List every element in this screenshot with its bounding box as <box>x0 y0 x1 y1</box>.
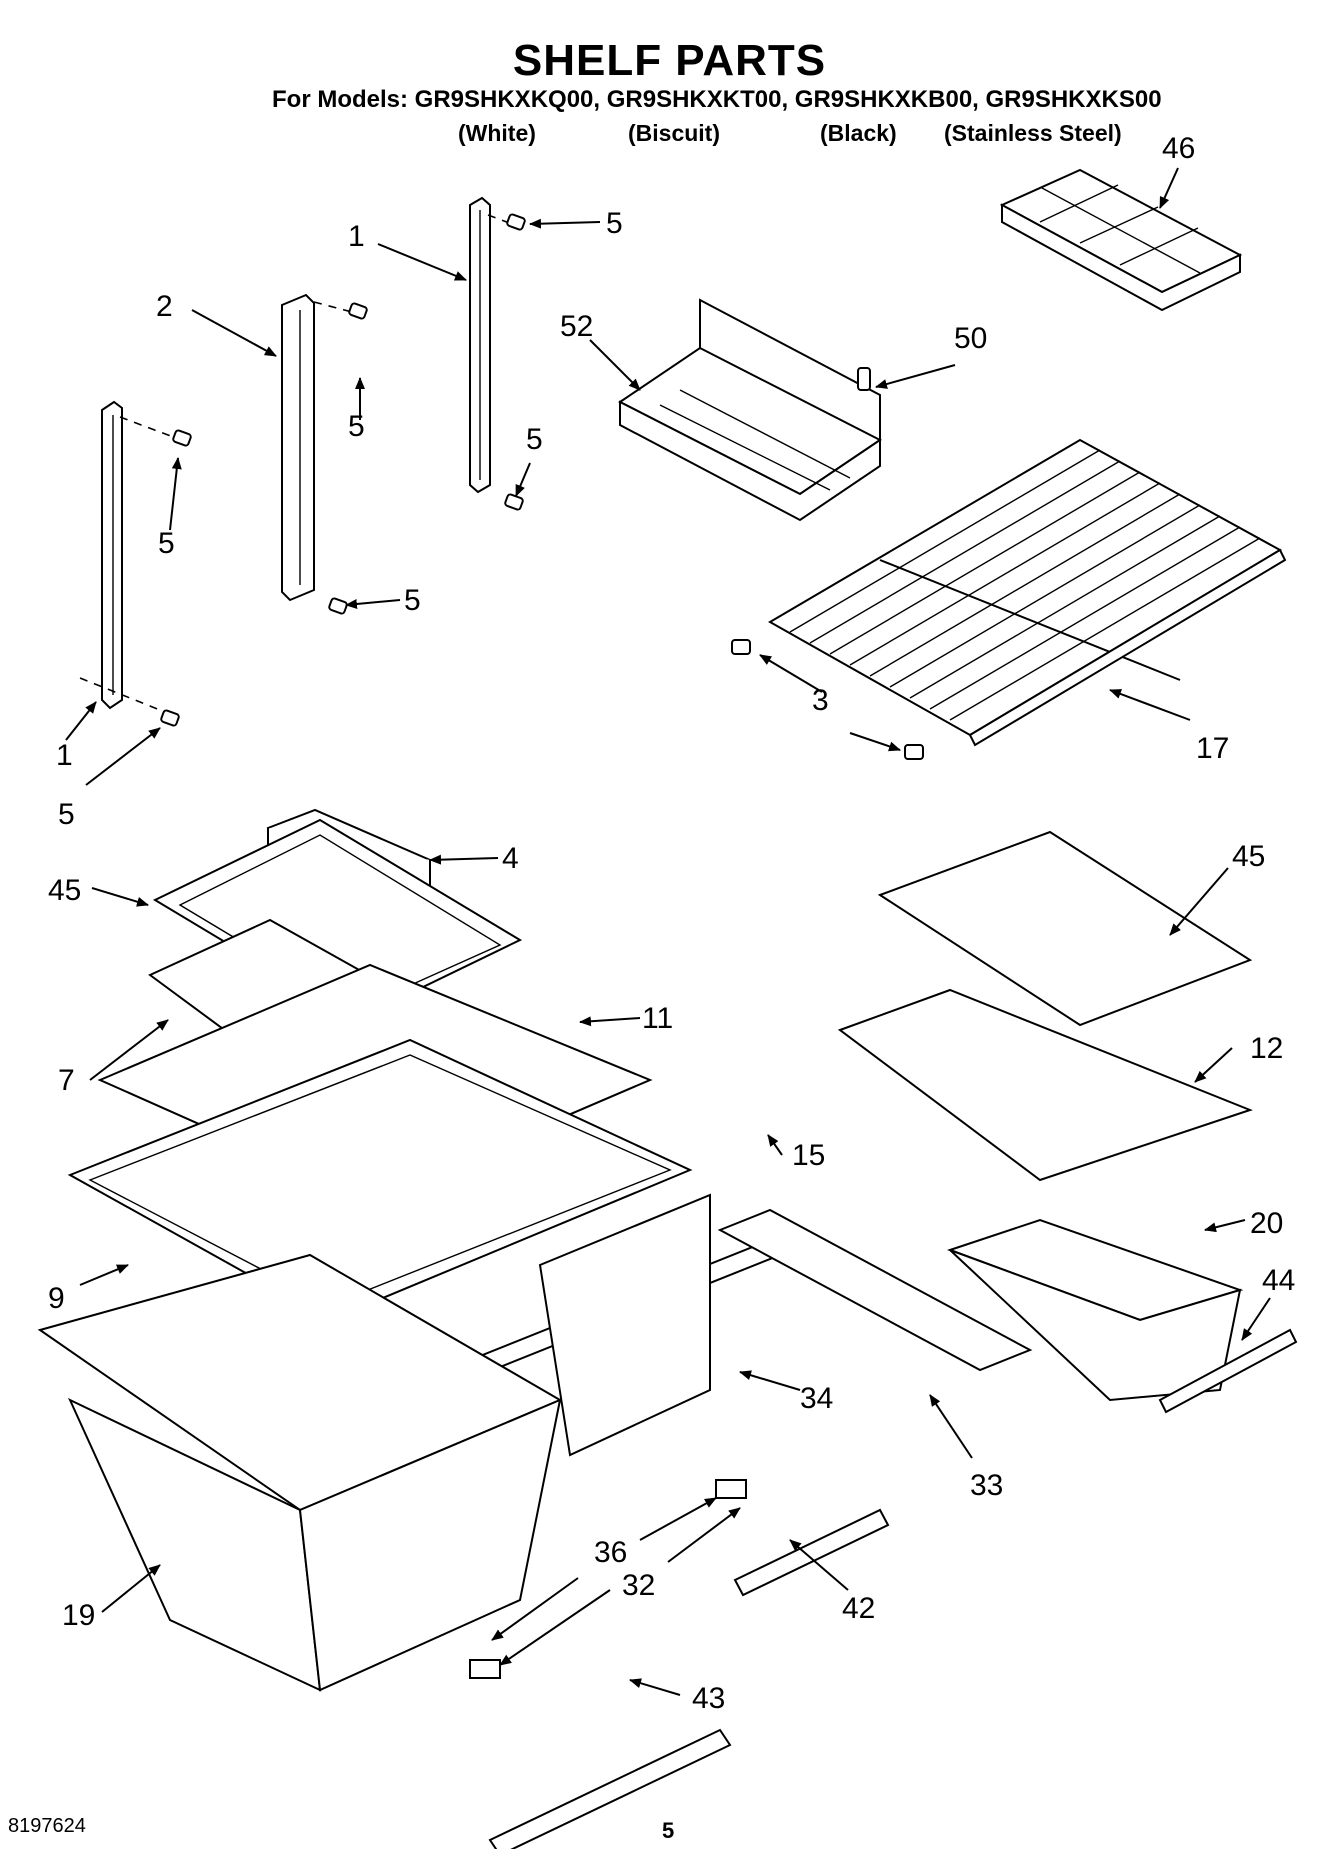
bin-screw <box>857 367 871 391</box>
document-number: 8197624 <box>8 1815 86 1837</box>
callout-5-c: 5 <box>526 423 543 456</box>
callout-5-f: 5 <box>58 798 75 831</box>
callout-4: 4 <box>502 842 519 875</box>
wire-shelf <box>767 438 1287 747</box>
callout-5-e: 5 <box>158 527 175 560</box>
shelf-bushings <box>731 639 924 760</box>
callout-50: 50 <box>954 322 987 355</box>
shelf-rail-middle <box>281 293 315 602</box>
callout-46: 46 <box>1162 132 1195 165</box>
crisper-cover-frame <box>67 1038 693 1322</box>
callout-5-d: 5 <box>404 584 421 617</box>
callout-5-b: 5 <box>348 410 365 443</box>
color-biscuit: (Biscuit) <box>628 120 720 146</box>
page-title: SHELF PARTS <box>512 36 827 85</box>
meat-pan-cover <box>717 1208 1033 1372</box>
callout-32: 32 <box>622 1569 655 1602</box>
color-stainless-steel: (Stainless Steel) <box>944 120 1122 146</box>
callout-19: 19 <box>62 1599 95 1632</box>
callout-36: 36 <box>594 1536 627 1569</box>
crisper-drawer-right <box>538 1193 711 1457</box>
glass-shelf-right <box>877 830 1253 1027</box>
shelf-frame-right <box>837 988 1253 1182</box>
shelf-rail-left <box>101 400 123 710</box>
leader-lines <box>65 167 1271 1696</box>
page-number: 5 <box>662 1818 675 1843</box>
callout-7: 7 <box>58 1064 75 1097</box>
callout-34: 34 <box>800 1382 833 1415</box>
callout-3: 3 <box>812 684 829 717</box>
shelf-rail-right <box>469 196 491 494</box>
color-white: (White) <box>458 120 536 146</box>
callout-42: 42 <box>842 1592 875 1625</box>
callout-33: 33 <box>970 1469 1003 1502</box>
rail-screws <box>79 213 526 727</box>
callout-43: 43 <box>692 1682 725 1715</box>
drawer-slides <box>469 1479 747 1679</box>
freezer-door-bin <box>618 298 882 522</box>
models-line: For Models: GR9SHKXKQ00, GR9SHKXKT00, GR… <box>272 86 1162 113</box>
callout-1-lower: 1 <box>56 739 73 772</box>
callout-11: 11 <box>642 1002 673 1035</box>
ice-cube-tray <box>999 168 1243 312</box>
callout-45-left: 45 <box>48 874 81 907</box>
callout-45-right: 45 <box>1232 840 1265 873</box>
callout-52: 52 <box>560 310 593 343</box>
meat-pan <box>946 1218 1244 1402</box>
callout-15: 15 <box>792 1139 825 1172</box>
callout-20: 20 <box>1250 1207 1283 1240</box>
callout-12: 12 <box>1250 1032 1283 1065</box>
color-black: (Black) <box>820 120 897 146</box>
crisper-drawer-left <box>37 1253 563 1692</box>
pan-trim <box>1158 1328 1298 1414</box>
callout-1-upper: 1 <box>348 220 365 253</box>
callout-44: 44 <box>1262 1264 1295 1297</box>
callout-5-a: 5 <box>606 207 623 240</box>
callout-9: 9 <box>48 1282 65 1315</box>
callout-2: 2 <box>156 290 173 323</box>
drawer-handle-trims <box>488 1508 890 1849</box>
callout-17: 17 <box>1196 732 1229 765</box>
